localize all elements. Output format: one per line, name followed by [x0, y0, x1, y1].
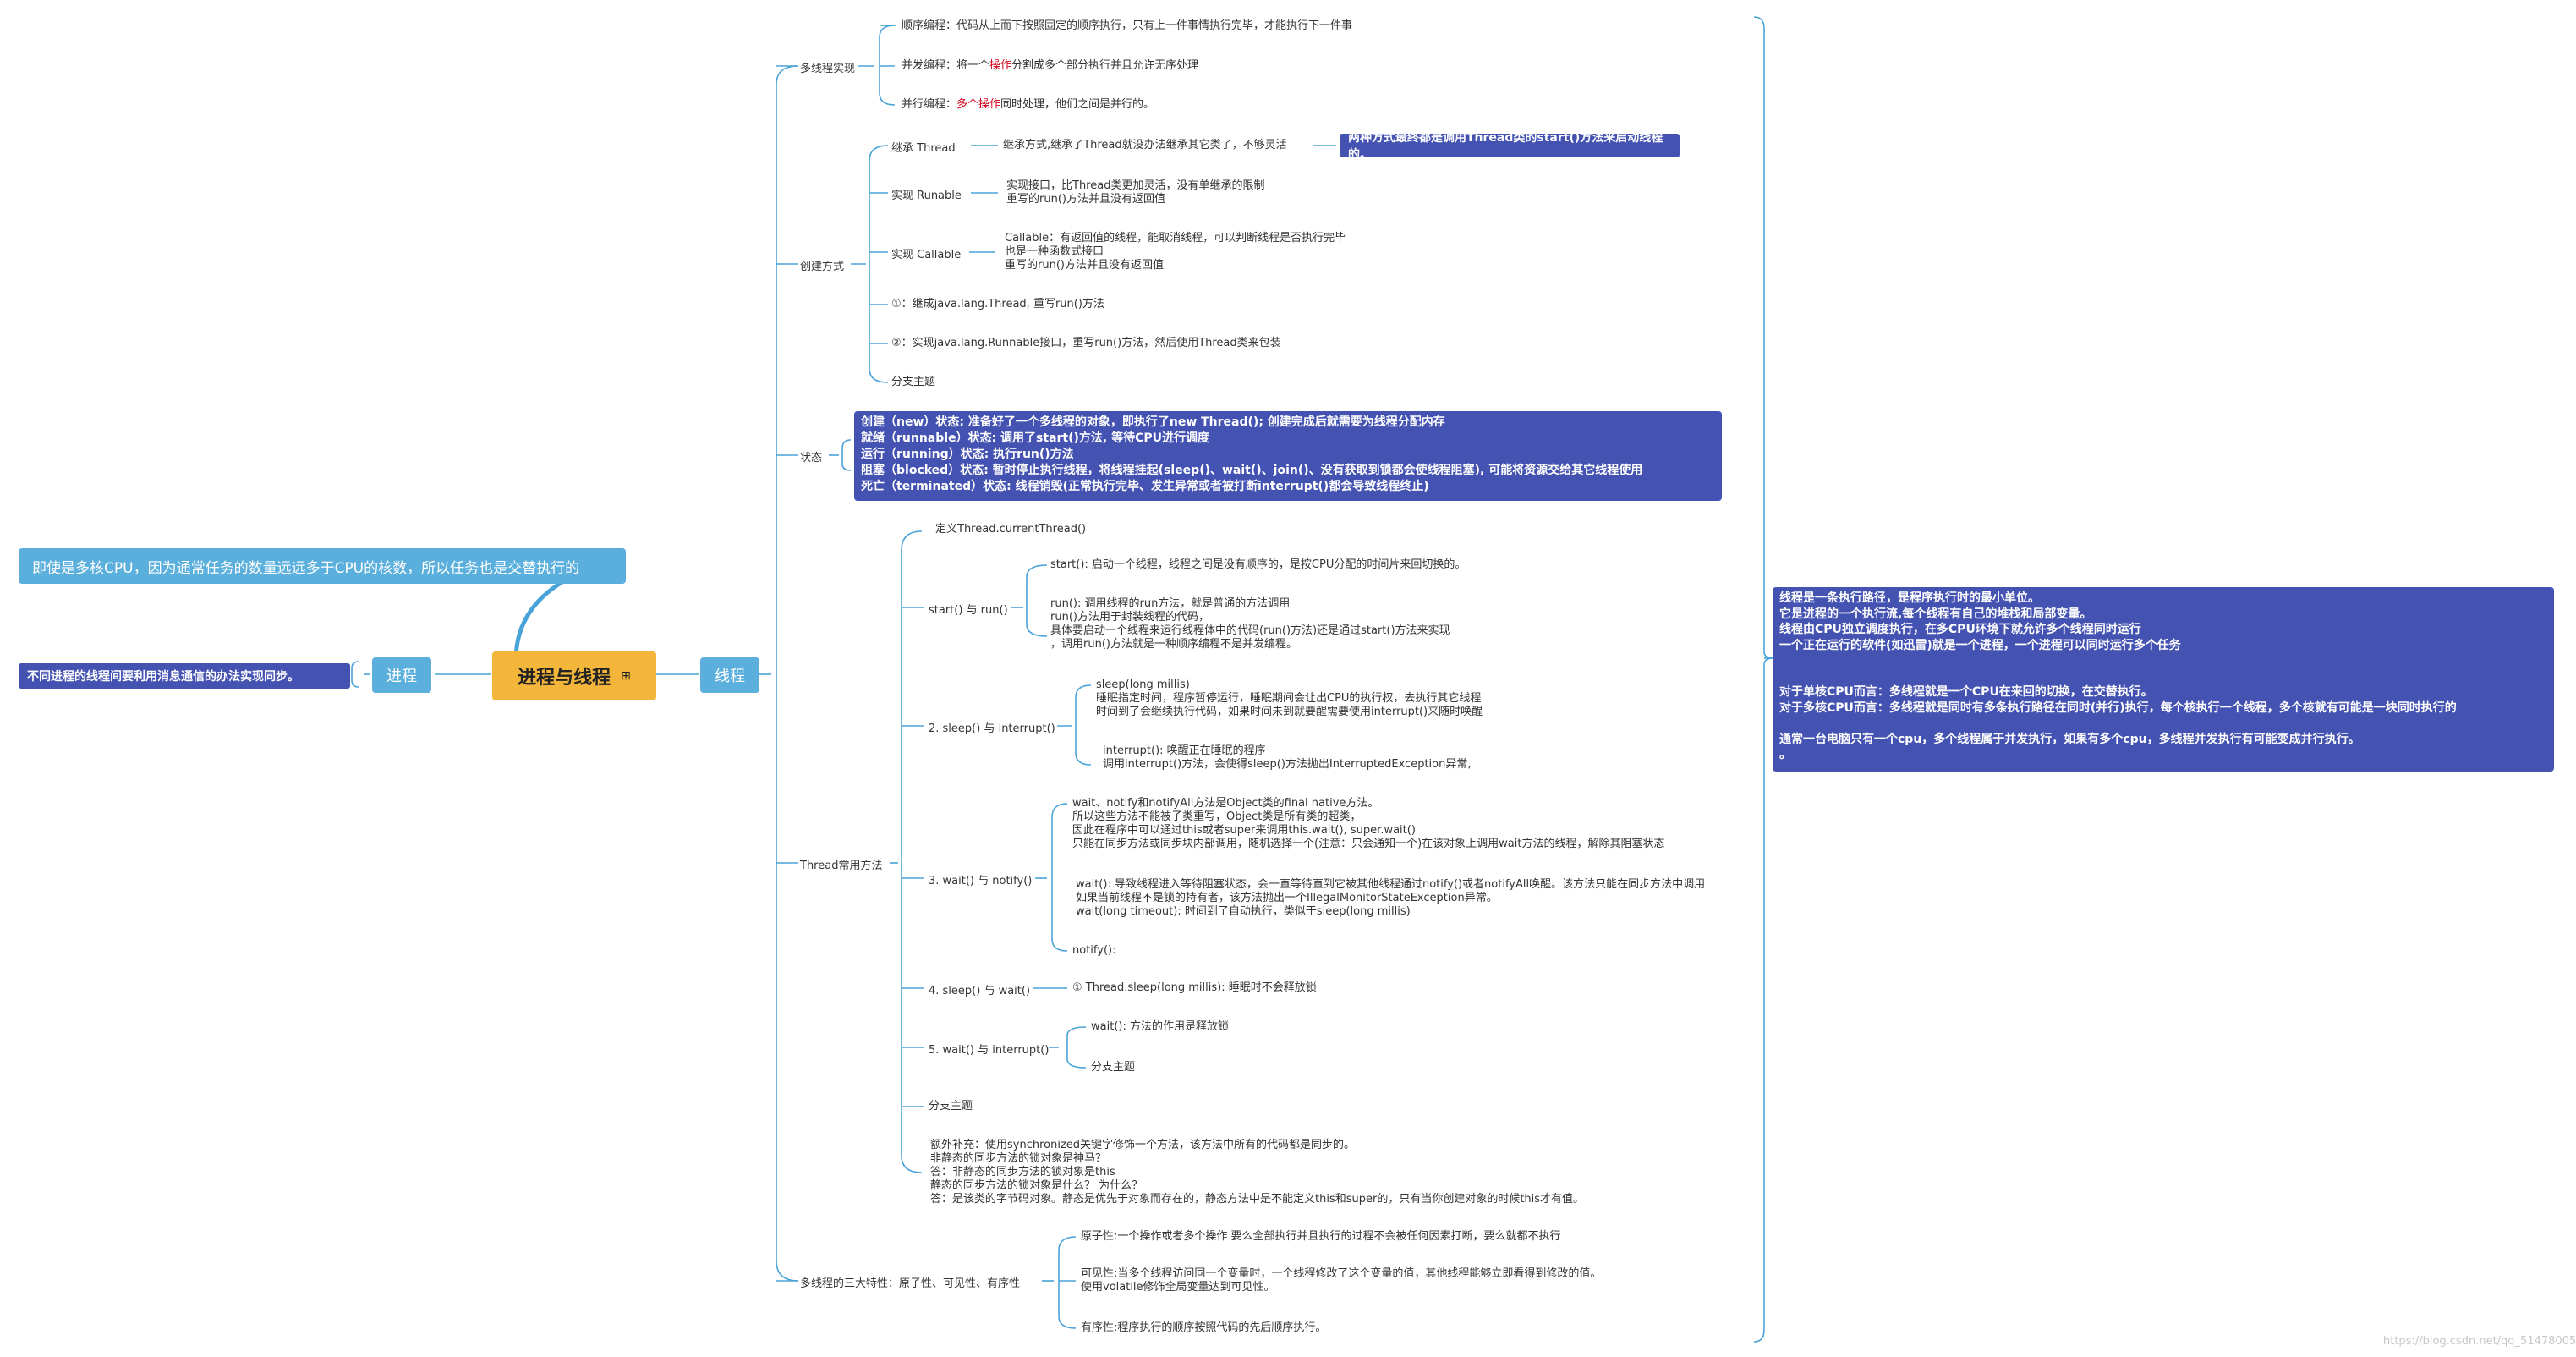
branch-create[interactable]: 创建方式: [800, 261, 845, 273]
node-center[interactable]: 进程与线程 ⊞: [492, 651, 656, 700]
conc-b: 操作: [989, 59, 1012, 72]
feature-visibility: 可见性:当多个线程访问同一个变量时，一个线程修改了这个变量的值，其他线程能够立即…: [1081, 1267, 1602, 1294]
method-wait-notify-2: wait(): 导致线程进入等待阻塞状态，会一直等待直到它被其他线程通过noti…: [1076, 878, 1706, 918]
create-tip: 两种方式最终都是调用Thread类的start()方法来启动线程的。: [1340, 131, 1680, 162]
branch-thread-methods[interactable]: Thread常用方法: [800, 860, 883, 872]
method-sleep-wait-1: ① Thread.sleep(long millis): 睡眠时不会释放锁: [1072, 981, 1317, 994]
method-notify: notify():: [1072, 944, 1116, 957]
branch-multithread-impl[interactable]: 多线程实现: [800, 63, 856, 75]
concurrent-programming: 并发编程：将一个操作分割成多个部分执行并且允许无序处理: [902, 59, 1198, 73]
create-callable[interactable]: 实现 Callable: [891, 249, 962, 261]
node-process[interactable]: 进程: [372, 657, 431, 693]
conc-a: 并发编程：将一个: [902, 59, 990, 72]
method-define[interactable]: 定义Thread.currentThread(): [935, 523, 1087, 536]
node-thread[interactable]: 线程: [700, 657, 759, 693]
create-thread[interactable]: 继承 Thread: [891, 142, 956, 155]
method-wait-notify[interactable]: 3. wait() 与 notify(): [929, 875, 1033, 887]
create-thread-desc: 继承方式,继承了Thread就没办法继承其它类了，不够灵活: [1003, 139, 1287, 151]
branch-three-features[interactable]: 多线程的三大特性：原子性、可见性、有序性: [800, 1277, 1021, 1290]
note-multicore-text: 即使是多核CPU，因为通常任务的数量远远多于CPU的核数，所以任务也是交替执行的: [32, 559, 580, 577]
method-wait-interrupt[interactable]: 5. wait() 与 interrupt(): [929, 1044, 1050, 1057]
create-item-2[interactable]: ②：实现java.lang.Runnable接口，重写run()方法，然后使用T…: [891, 337, 1281, 349]
method-extra: 额外补充：使用synchronized关键字修饰一个方法，该方法中所有的代码都是…: [930, 1139, 1585, 1206]
node-process-label: 进程: [386, 668, 417, 685]
seq-programming: 顺序编程：代码从上而下按照固定的顺序执行，只有上一件事情执行完毕，才能执行下一件…: [902, 19, 1353, 32]
method-start-run[interactable]: start() 与 run(): [929, 604, 1008, 617]
node-thread-label: 线程: [715, 668, 745, 685]
par-b: 多个操作: [956, 98, 1001, 111]
method-wait-interrupt-2: 分支主题: [1091, 1061, 1136, 1074]
method-interrupt-desc: interrupt(): 唤醒正在睡眠的程序 调用interrupt()方法，会…: [1103, 744, 1472, 771]
method-sleep-wait[interactable]: 4. sleep() 与 wait(): [929, 985, 1031, 997]
create-callable-desc: Callable：有返回值的线程，能取消线程，可以判断线程是否执行完毕 也是一种…: [1005, 232, 1346, 272]
thread-summary-box: 线程是一条执行路径，是程序执行时的最小单位。 它是进程的一个执行流,每个线程有自…: [1773, 587, 2554, 772]
create-runnable-desc: 实现接口，比Thread类更加灵活，没有单继承的限制 重写的run()方法并且没…: [1006, 179, 1265, 206]
note-process-text: 不同进程的线程间要利用消息通信的办法实现同步。: [27, 670, 299, 684]
create-runnable[interactable]: 实现 Runable: [891, 190, 962, 202]
method-sub[interactable]: 分支主题: [929, 1100, 973, 1113]
feature-ordering: 有序性:程序执行的顺序按照代码的先后顺序执行。: [1081, 1321, 1327, 1334]
method-start-desc: start(): 启动一个线程，线程之间是没有顺序的，是按CPU分配的时间片来回…: [1050, 558, 1466, 571]
method-sleep-desc: sleep(long millis) 睡眠指定时间，程序暂停运行，睡眠期间会让出…: [1096, 678, 1483, 718]
watermark: https://blog.csdn.net/qq_51478005: [2383, 1335, 2576, 1348]
branch-state[interactable]: 状态: [800, 452, 823, 464]
conc-c: 分割成多个部分执行并且允许无序处理: [1011, 59, 1199, 72]
node-center-label: 进程与线程: [518, 668, 611, 689]
feature-atomicity: 原子性:一个操作或者多个操作 要么全部执行并且执行的过程不会被任何因素打断，要么…: [1081, 1230, 1561, 1243]
state-box: 创建（new）状态: 准备好了一个多线程的对象，即执行了new Thread()…: [854, 411, 1722, 501]
create-item-1[interactable]: ①：继成java.lang.Thread, 重写run()方法: [891, 298, 1104, 310]
method-sleep-interrupt[interactable]: 2. sleep() 与 interrupt(): [929, 722, 1055, 735]
create-tip-text: 两种方式最终都是调用Thread类的start()方法来启动线程的。: [1348, 131, 1663, 162]
note-process-sync: 不同进程的线程间要利用消息通信的办法实现同步。: [19, 663, 350, 689]
method-wait-interrupt-1: wait(): 方法的作用是释放锁: [1091, 1020, 1229, 1033]
parallel-programming: 并行编程：多个操作同时处理，他们之间是并行的。: [902, 98, 1154, 112]
par-a: 并行编程：: [902, 98, 957, 111]
par-c: 同时处理，他们之间是并行的。: [1000, 98, 1155, 111]
create-sub[interactable]: 分支主题: [891, 376, 936, 388]
method-run-desc: run(): 调用线程的run方法，就是普通的方法调用 run()方法用于封装线…: [1050, 597, 1450, 651]
note-multicore: 即使是多核CPU，因为通常任务的数量远远多于CPU的核数，所以任务也是交替执行的: [19, 548, 626, 584]
plus-square-icon[interactable]: ⊞: [621, 669, 631, 683]
method-wait-notify-1: wait、notify和notifyAll方法是Object类的final na…: [1072, 797, 1665, 850]
